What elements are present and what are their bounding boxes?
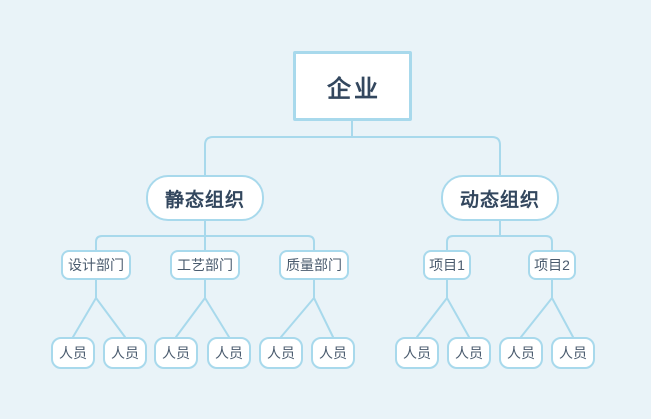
- node-person[interactable]: 人员: [551, 337, 595, 369]
- node-process-dept[interactable]: 工艺部门: [170, 250, 240, 280]
- node-person[interactable]: 人员: [447, 337, 491, 369]
- node-person[interactable]: 人员: [395, 337, 439, 369]
- node-person[interactable]: 人员: [154, 337, 198, 369]
- node-person[interactable]: 人员: [51, 337, 95, 369]
- node-design-dept[interactable]: 设计部门: [61, 250, 131, 280]
- node-person[interactable]: 人员: [103, 337, 147, 369]
- node-person[interactable]: 人员: [207, 337, 251, 369]
- node-person[interactable]: 人员: [311, 337, 355, 369]
- node-person[interactable]: 人员: [259, 337, 303, 369]
- node-enterprise[interactable]: 企业: [293, 51, 412, 121]
- node-static-org[interactable]: 静态组织: [146, 175, 264, 221]
- node-project1[interactable]: 项目1: [423, 250, 471, 280]
- node-quality-dept[interactable]: 质量部门: [279, 250, 349, 280]
- node-dynamic-org[interactable]: 动态组织: [441, 175, 559, 221]
- node-project2[interactable]: 项目2: [528, 250, 576, 280]
- node-person[interactable]: 人员: [499, 337, 543, 369]
